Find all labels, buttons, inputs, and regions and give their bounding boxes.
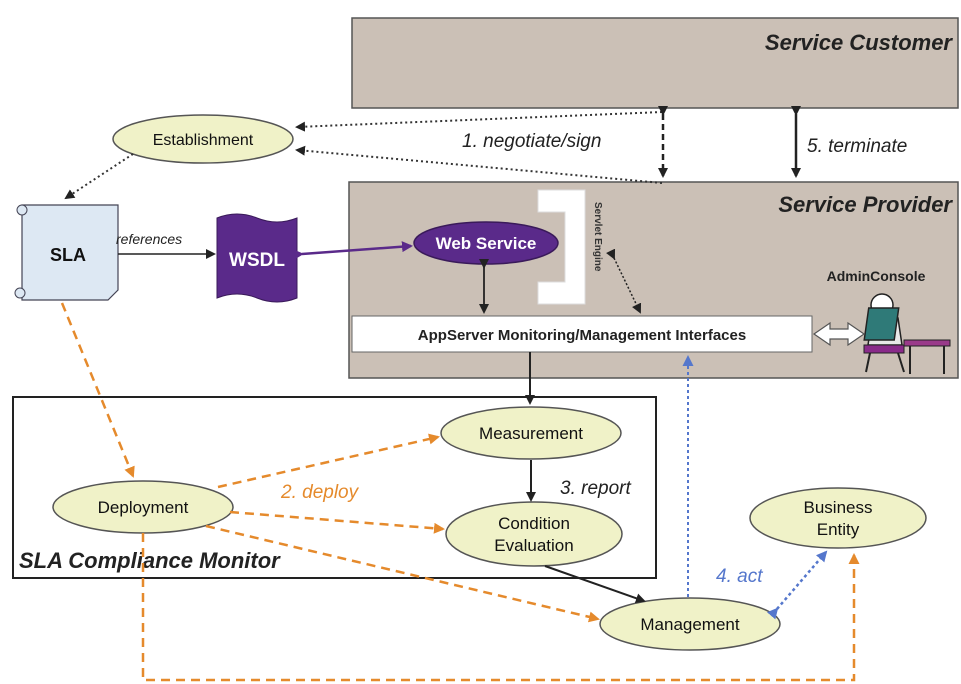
web-service-label: Web Service (436, 234, 537, 253)
establishment-label: Establishment (153, 132, 254, 149)
condition-management-edge (544, 565, 646, 604)
management-label: Management (640, 615, 740, 634)
service-customer-label: Service Customer (765, 30, 954, 55)
compliance-monitor-label: SLA Compliance Monitor (19, 548, 281, 573)
deploy-measurement-edge (217, 433, 440, 489)
service-provider-label: Service Provider (778, 192, 953, 217)
deploy-business-edge (141, 533, 860, 682)
negotiate-edge-upper (295, 111, 663, 132)
appserver-interfaces-box (351, 315, 813, 353)
admin-console-label: AdminConsole (827, 268, 926, 284)
establishment-sla-edge (64, 153, 134, 200)
condition-evaluation-node (445, 501, 623, 567)
terminate-label: 5. terminate (807, 136, 907, 157)
wsdl-webservice-edge (292, 241, 413, 261)
appserver-interfaces-label: AppServer Monitoring/Management Interfac… (418, 327, 746, 344)
deploy-management-edge (205, 524, 600, 623)
appserver-admin-arrow (812, 321, 866, 347)
compliance-monitor-box (12, 396, 657, 579)
business-label-line1: Business (804, 498, 873, 517)
service-customer-box (351, 17, 959, 109)
establishment-node (112, 114, 294, 164)
sla-label: SLA (50, 245, 86, 265)
admin-console-person-icon (863, 293, 951, 374)
sla-deployment-edge (60, 302, 135, 478)
business-label-line2: Entity (817, 520, 860, 539)
deploy-condition-edge (229, 510, 445, 534)
deployment-label: Deployment (98, 498, 189, 517)
measurement-node (440, 406, 622, 460)
servlet-engine-label: Servlet Engine (592, 202, 603, 272)
business-entity-node (749, 487, 927, 549)
wsdl-shape (216, 213, 298, 303)
condition-label-line2: Evaluation (494, 536, 573, 555)
report-label: 3. report (560, 478, 631, 499)
negotiate-edge-lower (295, 145, 663, 184)
condition-label-line1: Condition (498, 514, 570, 533)
servlet-appserver-edge (606, 248, 642, 314)
measurement-label: Measurement (479, 424, 583, 443)
deploy-label: 2. deploy (280, 482, 360, 503)
act-edge (766, 550, 828, 620)
wsdl-label: WSDL (229, 250, 285, 271)
act-label: 4. act (716, 566, 763, 587)
sla-document (14, 204, 119, 301)
references-label: references (116, 231, 182, 247)
servlet-engine-box (537, 189, 586, 305)
negotiate-label: 1. negotiate/sign (462, 131, 601, 152)
management-node (599, 597, 781, 651)
